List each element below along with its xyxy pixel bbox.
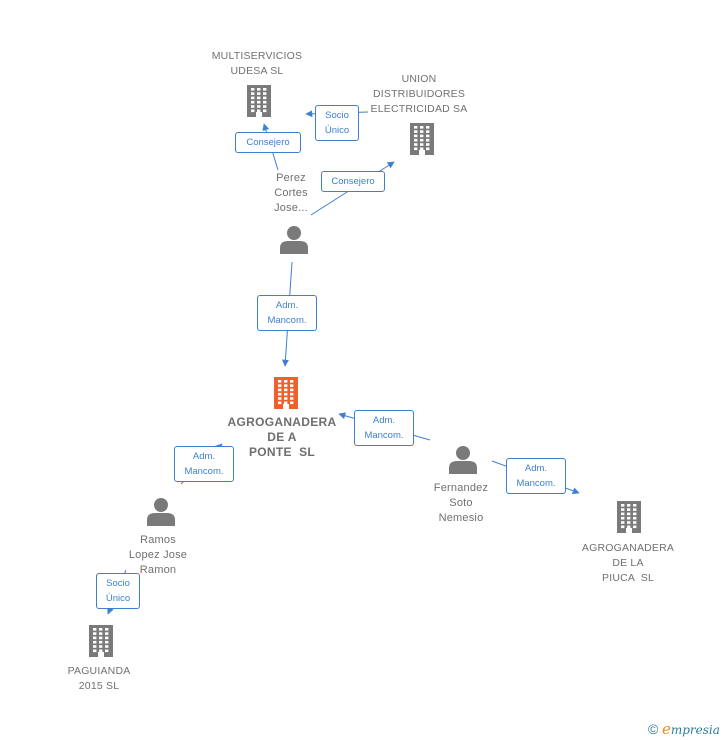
node-label-paguianda[interactable]: PAGUIANDA 2015 SL bbox=[49, 664, 149, 694]
node-label-agroganadera_piuca[interactable]: AGROGANADERA DE LA PIUCA SL bbox=[568, 541, 688, 586]
icons-layer bbox=[89, 85, 641, 657]
edge-label-line: Único bbox=[324, 125, 350, 136]
edge-label-fernandez-to-agroganadera_ponte[interactable]: Adm. Mancom. bbox=[354, 410, 414, 446]
node-label-line: UNION bbox=[401, 73, 437, 85]
node-label-line: 2015 SL bbox=[78, 680, 120, 692]
edge-label-perez-to-multiservicios[interactable]: Consejero bbox=[235, 131, 301, 153]
node-label-line: Ramon bbox=[139, 564, 177, 576]
edge-label-ramos-to-agroganadera_ponte[interactable]: Adm. Mancom. bbox=[174, 446, 234, 482]
person-icon-ramos[interactable] bbox=[147, 498, 175, 526]
brand-first-letter: e bbox=[661, 720, 671, 738]
edge-label-line: Mancom. bbox=[516, 478, 556, 489]
building-icon-agroganadera_ponte[interactable] bbox=[274, 377, 298, 409]
node-label-line: UDESA SL bbox=[230, 65, 284, 77]
building-icon-union[interactable] bbox=[410, 123, 434, 155]
edge-label-line: Consejero bbox=[331, 175, 375, 187]
building-icon-agroganadera_piuca[interactable] bbox=[617, 501, 641, 533]
edge-label-line: Mancom. bbox=[267, 315, 307, 326]
edge-label-fernandez-to-agroganadera_piuca[interactable]: Adm. Mancom. bbox=[506, 458, 566, 494]
edge-label-perez-to-union[interactable]: Consejero bbox=[321, 170, 385, 192]
node-label-line: AGROGANADERA bbox=[581, 542, 675, 554]
empresia-brand: © empresia bbox=[648, 720, 720, 738]
node-label-line: Ramos bbox=[140, 534, 176, 546]
node-label-line: Fernandez bbox=[433, 482, 489, 494]
node-label-line: MULTISERVICIOS bbox=[211, 50, 303, 62]
node-label-line: DE A bbox=[267, 430, 297, 444]
edge-label-line: Adm. bbox=[192, 451, 216, 462]
edge-label-line: Socio bbox=[325, 110, 349, 121]
edge-label-line: Adm. bbox=[372, 415, 396, 426]
node-label-line: DE LA bbox=[612, 557, 644, 569]
node-label-line: Perez bbox=[276, 172, 306, 184]
node-label-line: DISTRIBUIDORES bbox=[372, 88, 466, 100]
building-icon-multiservicios[interactable] bbox=[247, 85, 271, 117]
node-label-union[interactable]: UNION DISTRIBUIDORES ELECTRICIDAD SA bbox=[359, 72, 479, 117]
edge-label-perez-to-agroganadera_ponte[interactable]: Adm. Mancom. bbox=[257, 295, 317, 331]
node-label-line: PONTE SL bbox=[248, 445, 316, 459]
building-icon-paguianda[interactable] bbox=[89, 625, 113, 657]
node-label-line: Nemesio bbox=[438, 512, 484, 524]
node-label-line: Soto bbox=[449, 497, 473, 509]
node-label-multiservicios[interactable]: MULTISERVICIOS UDESA SL bbox=[197, 49, 317, 79]
edge-label-line: Adm. bbox=[524, 463, 548, 474]
brand-rest: mpresia bbox=[670, 723, 720, 737]
edge-label-line: Consejero bbox=[246, 136, 290, 148]
node-label-line: Lopez Jose bbox=[128, 549, 188, 561]
edge-label-line: Único bbox=[105, 593, 131, 604]
person-icon-perez[interactable] bbox=[280, 226, 308, 254]
node-label-line: ELECTRICIDAD SA bbox=[370, 103, 468, 115]
edge-label-line: Mancom. bbox=[184, 466, 224, 477]
edge-label-line: Socio bbox=[106, 578, 130, 589]
node-label-line: Cortes bbox=[274, 187, 308, 199]
node-label-line: PIUCA SL bbox=[602, 572, 654, 584]
node-label-line: PAGUIANDA bbox=[67, 665, 131, 677]
copyright-symbol: © bbox=[648, 721, 659, 737]
node-label-line: AGROGANADERA bbox=[227, 415, 337, 429]
node-label-line: Jose... bbox=[274, 202, 308, 214]
person-icon-fernandez[interactable] bbox=[449, 446, 477, 474]
edge-label-line: Mancom. bbox=[364, 430, 404, 441]
edge-label-line: Adm. bbox=[275, 300, 299, 311]
